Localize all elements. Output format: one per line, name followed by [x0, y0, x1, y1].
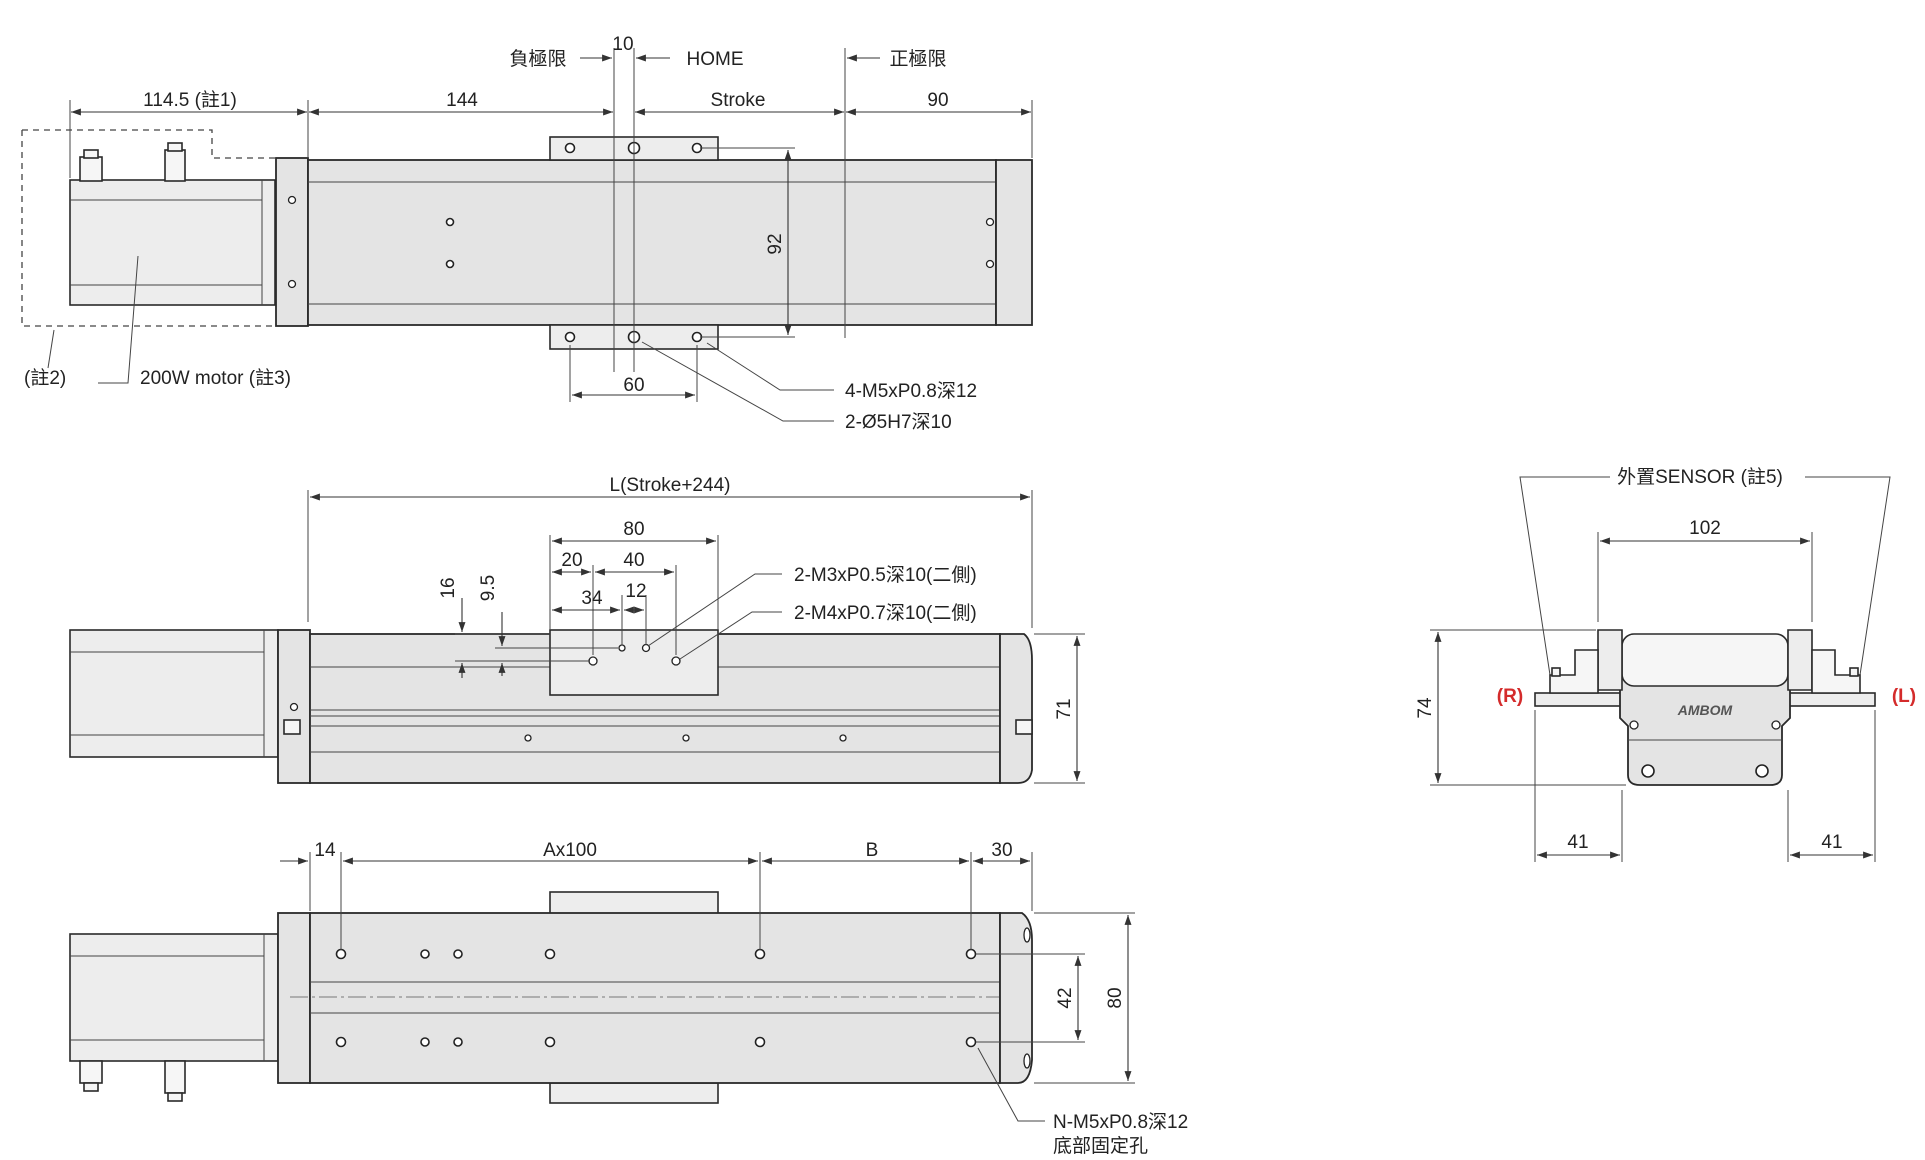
motor-body — [69, 179, 276, 306]
dim-10: 10 — [612, 34, 633, 55]
idler-end-plate — [995, 159, 1033, 326]
brand-logo: AMBOM — [1677, 702, 1733, 718]
motor-end-plate — [275, 157, 309, 327]
label-hole-bottom-2: 底部固定孔 — [1053, 1135, 1148, 1157]
motor-option-outline — [21, 129, 276, 327]
motor-body — [69, 933, 279, 1062]
dim-41-left: 41 — [1567, 832, 1588, 853]
actuator-body — [307, 159, 997, 326]
motor-connector-left — [79, 1060, 103, 1084]
dim-102: 102 — [1689, 518, 1721, 539]
dim-9-5: 9.5 — [478, 575, 499, 601]
sensor-slot — [1015, 719, 1033, 735]
sensor-right — [1811, 649, 1861, 694]
dim-114-5: 114.5 (註1) — [143, 89, 237, 111]
label-motor: 200W motor (註3) — [140, 367, 291, 389]
dim-40: 40 — [623, 550, 644, 571]
motor-connector-left — [79, 156, 103, 182]
label-home: HOME — [687, 49, 744, 70]
label-hole-pin: 2-Ø5H7深10 — [845, 411, 952, 433]
dim-71: 71 — [1054, 698, 1075, 719]
idler-end-cap — [999, 633, 1033, 784]
end-view: 外置SENSOR (註5) 102 AMBOM (R) (L) 74 — [1415, 466, 1916, 862]
actuator-body — [309, 912, 1001, 1084]
connector-cap — [83, 149, 99, 159]
top-view: 92 114.5 (註1) 144 Stroke 90 10 負極限 HOME … — [21, 34, 1033, 433]
motor-body — [69, 629, 279, 758]
label-side-l: (L) — [1892, 686, 1916, 707]
bottom-view: 14 Ax100 B 30 42 80 N-M5xP0.8深12 底部固定孔 — [69, 840, 1188, 1157]
dim-41-right: 41 — [1821, 832, 1842, 853]
connector-cap — [83, 1082, 99, 1092]
dim-80-top: 80 — [623, 519, 644, 540]
motor-end-plate — [277, 912, 311, 1084]
dim-L: L(Stroke+244) — [610, 475, 731, 496]
dim-16: 16 — [438, 577, 459, 598]
motor-connector-right — [164, 149, 186, 182]
carriage-side-right — [1787, 629, 1813, 691]
dim-34: 34 — [581, 588, 603, 609]
front-view: L(Stroke+244) 80 20 40 — [69, 475, 1085, 784]
carriage-side-left — [1597, 629, 1623, 691]
dim-14: 14 — [314, 840, 336, 861]
label-hole-m5-top: 4-M5xP0.8深12 — [845, 380, 977, 402]
dim-74: 74 — [1415, 697, 1436, 719]
label-hole-m3: 2-M3xP0.5深10(二側) — [794, 564, 977, 586]
motor-connector-right — [164, 1060, 186, 1094]
dim-20: 20 — [561, 550, 582, 571]
carriage-top — [549, 891, 719, 915]
dim-90: 90 — [927, 90, 948, 111]
sensor-left — [1549, 649, 1599, 694]
dim-42: 42 — [1055, 987, 1076, 1008]
label-note2: (註2) — [24, 367, 66, 389]
dim-60: 60 — [623, 375, 644, 396]
connector-cap — [167, 1092, 183, 1102]
label-hole-m4: 2-M4xP0.7深10(二側) — [794, 602, 977, 624]
carriage-bottom — [549, 1082, 719, 1104]
label-positive-limit: 正極限 — [889, 48, 946, 70]
label-negative-limit: 負極限 — [509, 48, 566, 70]
carriage-cap — [1621, 633, 1789, 687]
dim-144: 144 — [446, 90, 478, 111]
label-hole-bottom-1: N-M5xP0.8深12 — [1053, 1111, 1188, 1133]
dim-12: 12 — [625, 581, 646, 602]
idler-end-cap — [999, 912, 1033, 1084]
connector-cap — [167, 142, 183, 152]
dim-Ax100: Ax100 — [543, 840, 597, 861]
dim-80-side: 80 — [1105, 987, 1126, 1008]
sensor-tab — [1551, 667, 1561, 677]
sensor-tab — [1849, 667, 1859, 677]
dim-92: 92 — [765, 233, 786, 254]
label-external-sensor: 外置SENSOR (註5) — [1617, 466, 1783, 488]
dim-30: 30 — [991, 840, 1012, 861]
carriage — [549, 629, 719, 696]
dim-B: B — [866, 840, 879, 861]
label-side-r: (R) — [1497, 686, 1523, 707]
sensor-slot — [283, 719, 301, 735]
dim-stroke: Stroke — [711, 90, 766, 111]
